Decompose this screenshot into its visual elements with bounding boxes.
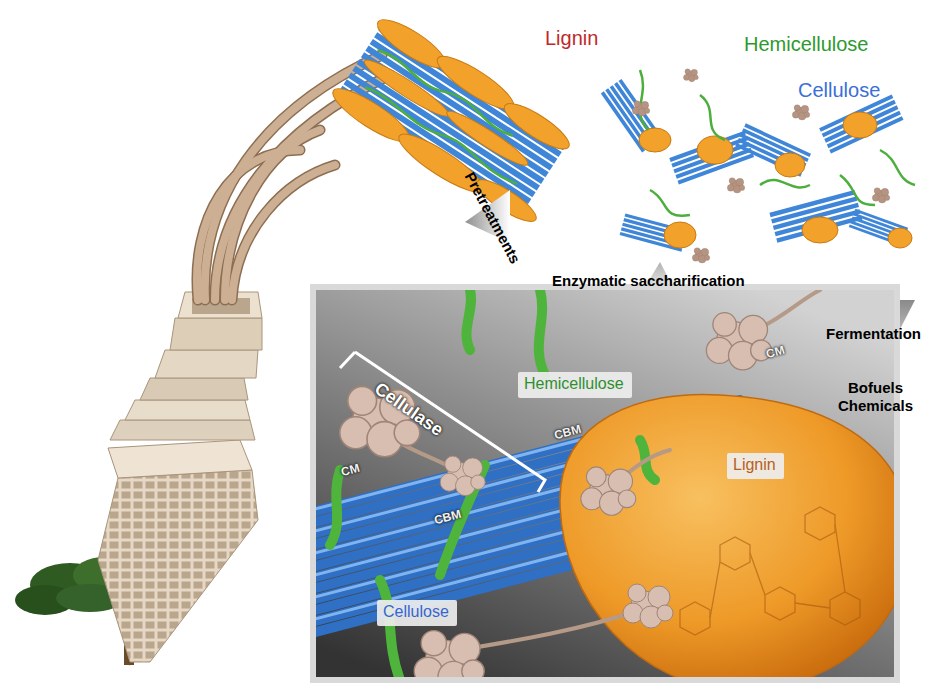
text-label: Enzymatic saccharification xyxy=(552,272,745,290)
label-box: Lignin xyxy=(727,453,784,479)
label-box: Cellulose xyxy=(377,600,457,626)
node-label: Lignin xyxy=(733,455,778,476)
dispersed-components xyxy=(602,69,915,263)
node-label: Cellulose xyxy=(383,602,451,623)
text-label: Lignin xyxy=(545,26,598,50)
text-label: Hemicellulose xyxy=(744,32,869,56)
text-label: Chemicals xyxy=(838,397,913,415)
text-label: Cellulose xyxy=(798,78,880,102)
text-label: Fermentation xyxy=(826,325,921,343)
node-label: Hemicellulose xyxy=(524,374,626,395)
text-label: Bofuels xyxy=(848,379,903,397)
wood-structure xyxy=(98,292,262,662)
label-box: Hemicellulose xyxy=(518,372,632,398)
inset-illustration xyxy=(316,290,894,677)
